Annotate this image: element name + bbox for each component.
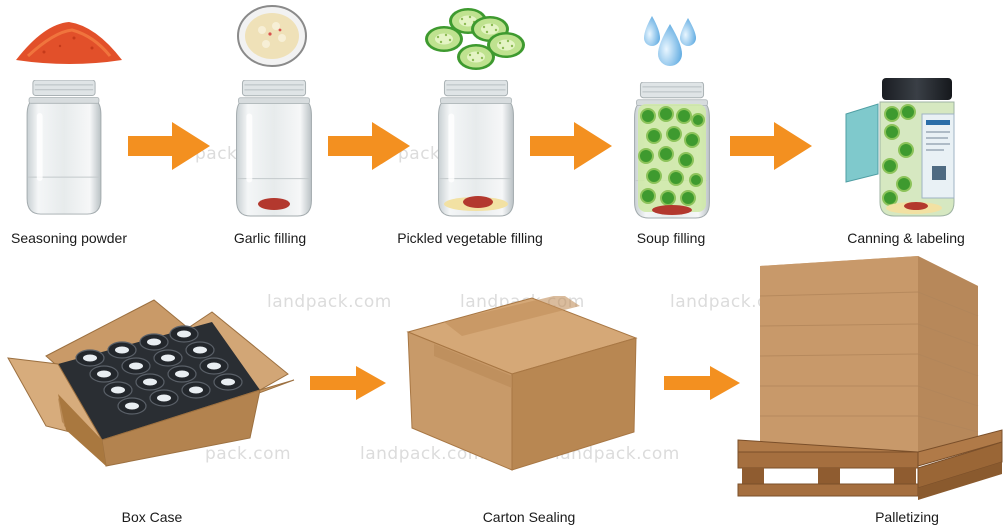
step-label-seasoning: Seasoning powder [11,230,127,246]
jar-with-garlic-icon [236,5,312,217]
flow-arrow [310,366,386,400]
jar-with-cucumber-icon [425,8,525,217]
flow-arrow [530,122,612,170]
watermark-text: landpack.com [267,292,392,312]
labeled-jar-icon [845,78,955,217]
flow-arrow-shape [664,366,740,400]
flow-arrow-shape [328,122,410,170]
watermark-text: landpack.com [360,444,485,464]
jar-with-powder-icon [16,22,122,215]
flow-arrow [128,122,210,170]
watermark-text: pack.com [205,444,292,464]
open-box-with-jars-icon [7,299,295,467]
step-label-palletizing: Palletizing [875,509,939,525]
step-label-garlic: Garlic filling [233,230,307,246]
flow-arrow [730,122,812,170]
step-label-carton-sealing: Carton Sealing [482,509,576,525]
jar-with-water-drops-icon [634,16,710,219]
step-label-canning: Canning & labeling [847,230,965,246]
step-label-soup: Soup filling [636,230,706,246]
flow-arrow-shape [128,122,210,170]
flow-arrow [664,366,740,400]
flow-arrow [328,122,410,170]
flow-arrow-shape [310,366,386,400]
pallet-stack-icon [737,256,1003,500]
flow-arrow-shape [730,122,812,170]
watermark-text: landpack.com [555,444,680,464]
step-label-box-case: Box Case [121,509,183,525]
step-label-pickled: Pickled vegetable filling [397,230,543,246]
flow-arrow-shape [530,122,612,170]
sealed-carton-icon [406,296,638,471]
